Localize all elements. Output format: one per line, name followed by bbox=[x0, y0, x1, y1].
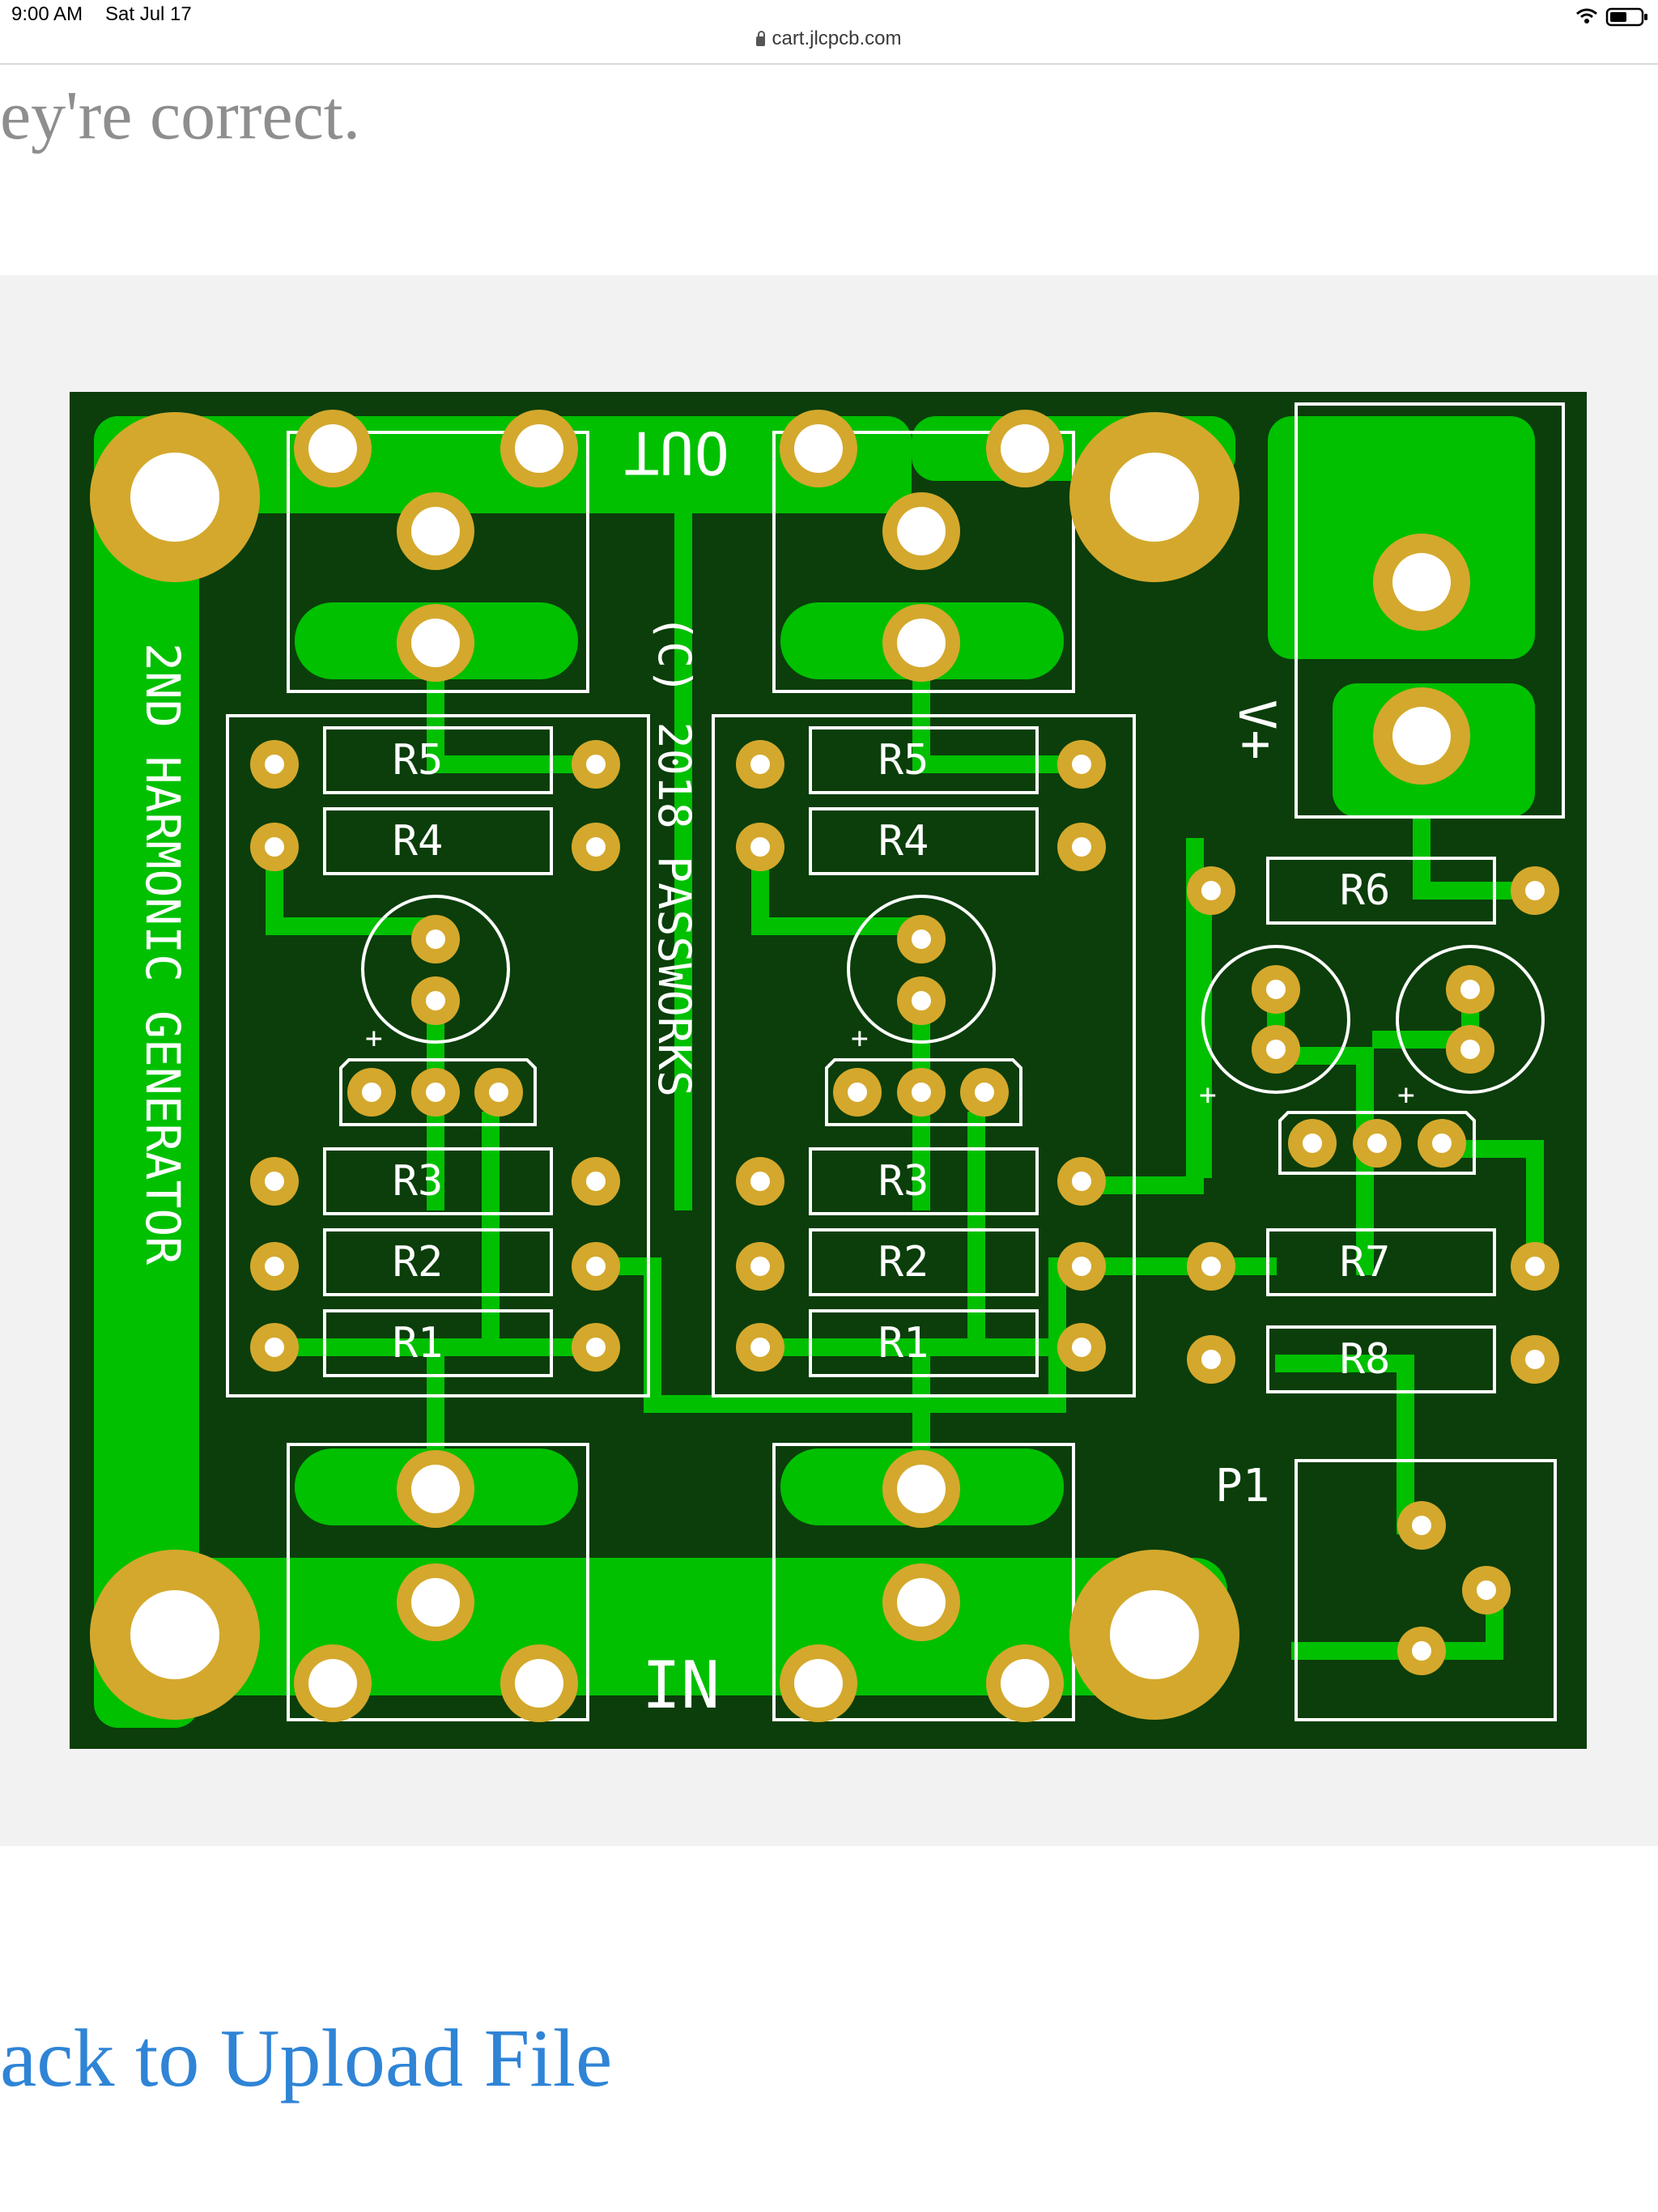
label-r5-right: R5 bbox=[878, 736, 929, 785]
plus-c4: + bbox=[1397, 1078, 1415, 1112]
label-r5-left: R5 bbox=[393, 736, 444, 785]
back-to-upload-link[interactable]: ack to Upload File bbox=[0, 2013, 613, 2104]
label-r1-left: R1 bbox=[393, 1319, 444, 1368]
label-out: OUT bbox=[624, 419, 729, 487]
label-r1-right: R1 bbox=[878, 1319, 929, 1368]
silkscreen-layer bbox=[226, 402, 1565, 1721]
label-p1: P1 bbox=[1215, 1460, 1269, 1512]
label-r3-right: R3 bbox=[878, 1157, 929, 1206]
status-date: Sat Jul 17 bbox=[105, 3, 192, 25]
status-time: 9:00 AM bbox=[11, 3, 83, 25]
wifi-icon bbox=[1576, 8, 1597, 23]
component-pad-holes bbox=[265, 755, 1545, 1661]
battery-icon bbox=[1605, 7, 1647, 27]
label-r4-right: R4 bbox=[878, 817, 929, 866]
label-vplus: V+ bbox=[1227, 700, 1286, 760]
plus-c3: + bbox=[1199, 1078, 1217, 1112]
label-r8: R8 bbox=[1340, 1335, 1391, 1384]
address-bar[interactable]: cart.jlcpcb.com bbox=[0, 28, 1658, 52]
plus-right: + bbox=[851, 1022, 869, 1055]
label-title: 2ND HARMONIC GENERATOR bbox=[135, 643, 190, 1265]
label-r2-left: R2 bbox=[393, 1238, 444, 1287]
lock-icon bbox=[756, 31, 766, 46]
connector-pads bbox=[294, 410, 1470, 1722]
pcb-image: OUT IN 2ND HARMONIC GENERATOR (C) 2018 P… bbox=[70, 392, 1587, 1749]
label-r3-left: R3 bbox=[393, 1157, 444, 1206]
label-r2-right: R2 bbox=[878, 1238, 929, 1287]
page-heading: ey're correct. bbox=[0, 76, 361, 154]
label-copyright: (C) 2018 PASSWORKS bbox=[648, 615, 700, 1097]
mounting-holes bbox=[90, 412, 1239, 1720]
label-in: IN bbox=[642, 1648, 720, 1723]
url-text: cart.jlcpcb.com bbox=[772, 28, 902, 49]
toolbar-divider bbox=[0, 63, 1658, 65]
label-r4-left: R4 bbox=[393, 817, 444, 866]
status-bar: 9:00 AM Sat Jul 17 cart.jlcpcb.com bbox=[0, 0, 1658, 65]
label-r6: R6 bbox=[1340, 866, 1391, 915]
plus-left: + bbox=[365, 1022, 383, 1055]
label-r7: R7 bbox=[1340, 1238, 1391, 1287]
